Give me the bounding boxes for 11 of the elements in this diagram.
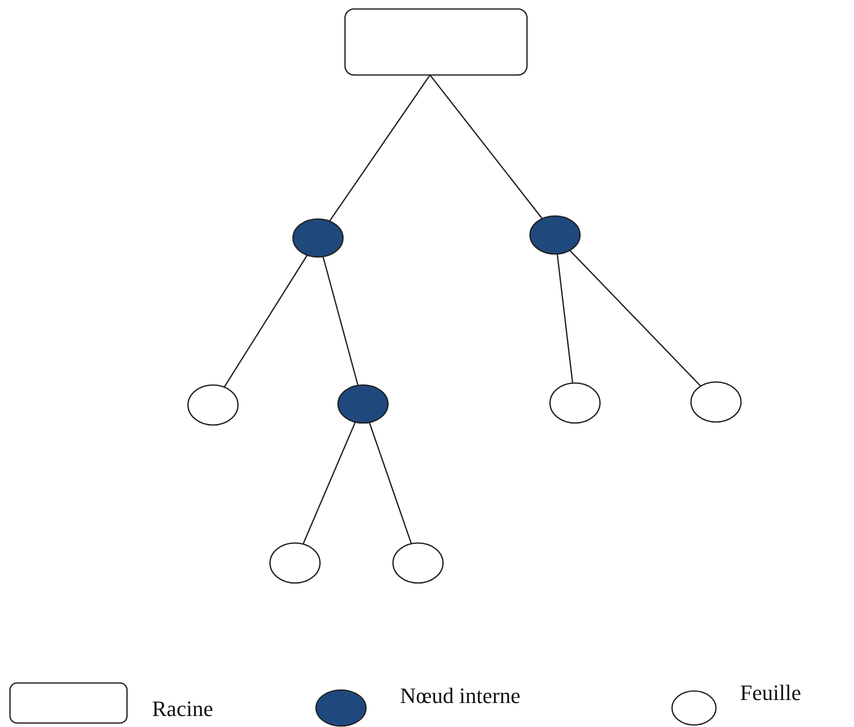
legend-label: Nœud interne xyxy=(400,683,520,709)
connector-line xyxy=(329,74,431,222)
connector-line xyxy=(556,254,574,384)
connector-line xyxy=(224,254,308,388)
legend-label: Racine xyxy=(152,696,214,722)
legend-label: Feuille xyxy=(740,680,802,706)
connector-line xyxy=(302,422,356,544)
connector-line xyxy=(569,250,702,387)
connector-line xyxy=(368,422,412,544)
connector-line xyxy=(429,74,543,220)
connector-line xyxy=(322,256,359,386)
